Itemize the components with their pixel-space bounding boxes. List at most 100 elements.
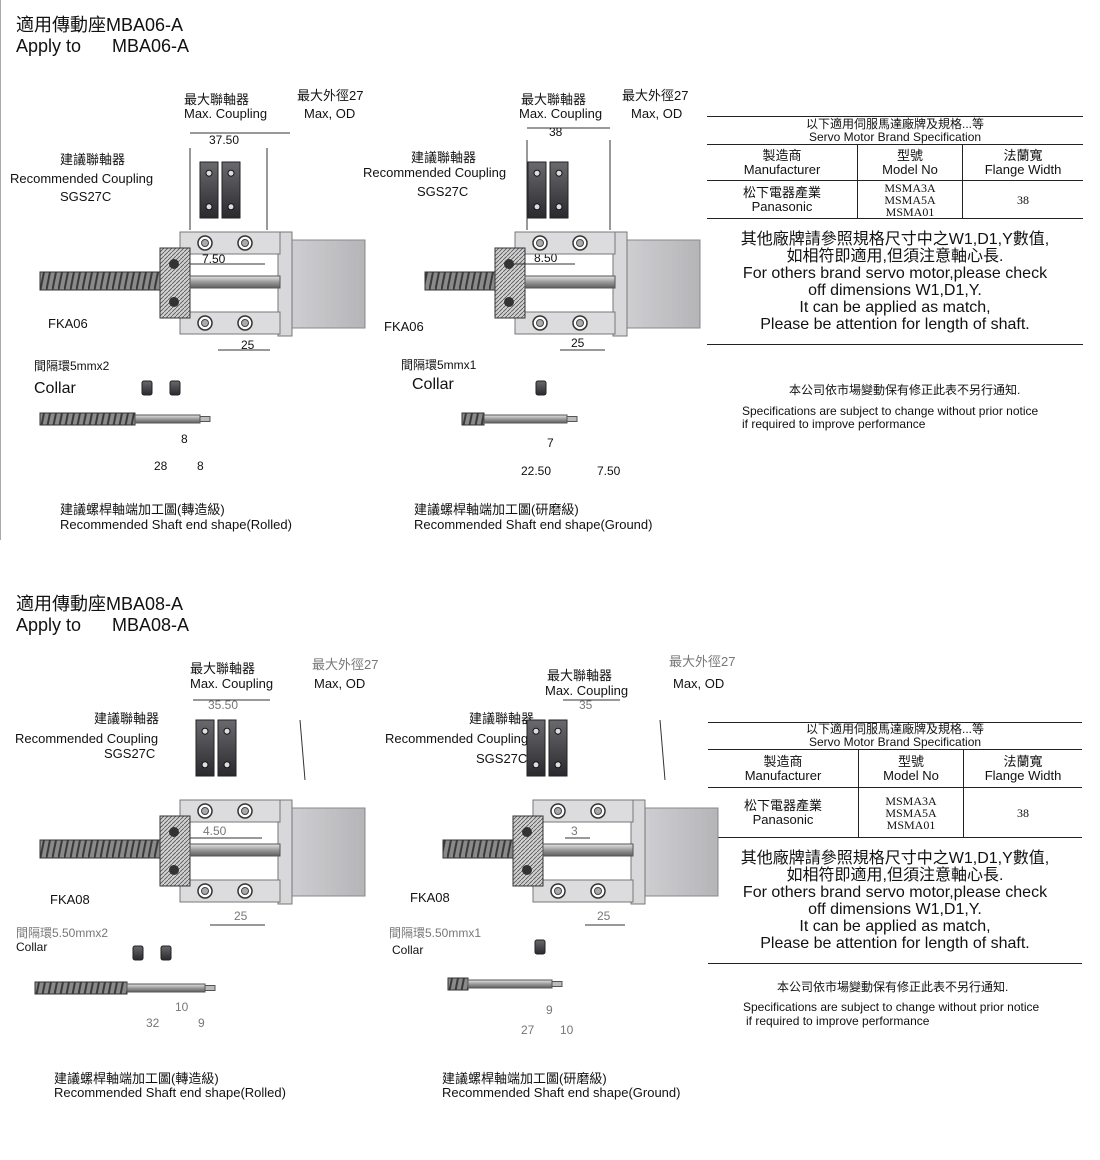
max-coupling-en: Max. Coupling (519, 106, 603, 121)
bearing-ball (169, 865, 179, 875)
collar-en: Collar (34, 380, 76, 397)
models-cell: MSMA3A MSMA5A MSMA01 (858, 787, 964, 838)
models-cell: MSMA3A MSMA5A MSMA01 (857, 180, 963, 219)
max-coupling-en: Max. Coupling (184, 106, 268, 121)
bolt-hole-inner (201, 239, 209, 247)
screw-thread (39, 271, 161, 291)
coupling (199, 161, 241, 219)
maker-cell: 松下電器產業 Panasonic (708, 787, 859, 838)
coupling-screw (205, 203, 213, 211)
max-od-cn: 最大外徑27 (669, 654, 736, 669)
coupling-half (199, 161, 219, 219)
rec-coupling-en: Recommended Coupling (15, 731, 159, 746)
dimension-line (299, 719, 306, 781)
coupling-screw (205, 169, 213, 177)
bolt-hole-inner (241, 319, 249, 327)
note-en-line: Please be attention for length of shaft. (760, 315, 1030, 333)
housing-top (179, 231, 281, 255)
note-en-line: For others brand servo motor,please chec… (742, 264, 1048, 282)
shaft-shape-cn: 建議螺桿軸端加工圖(研磨級) (414, 502, 579, 517)
dim-25: 25 (241, 338, 255, 352)
shaft (189, 275, 281, 289)
shaft-tip (566, 416, 578, 422)
flange-cell: 38 (963, 787, 1082, 838)
shaft-end-part (447, 977, 563, 991)
spec-header-en: Servo Motor Brand Specification (808, 735, 982, 749)
shaft-thread (39, 412, 136, 426)
compat-note-cell: 其他廠牌請參照規格尺寸中之W1,D1,Y數值, 如相符即適用,但須注意軸心長. … (708, 837, 1082, 964)
note-cn-line: 如相符即適用,但須注意軸心長. (786, 247, 1004, 265)
max-coupling-cn: 最大聯軸器 (184, 92, 250, 107)
dim-inner: 4.50 (203, 824, 227, 838)
coupling (526, 719, 568, 777)
model-item: MSMA01 (886, 817, 936, 832)
collar-ring (141, 380, 153, 396)
shaft-dim-c: 9 (198, 1016, 205, 1030)
servo-motor-spec-table: 以下適用伺服馬達廠牌及規格...等 Servo Motor Brand Spec… (707, 116, 1083, 345)
shaft-dim-a: 10 (175, 1000, 189, 1014)
section-title-cn: 適用傳動座MBA06-A (16, 15, 184, 35)
fixed-support (159, 815, 191, 887)
section-apply-model: MBA06-A (112, 36, 190, 56)
shaft-shape-cn: 建議螺桿軸端加工圖(研磨級) (442, 1071, 607, 1086)
shaft-dim-c: 7.50 (597, 464, 621, 478)
collar-en: Collar (392, 943, 424, 957)
shaft (542, 843, 634, 857)
bolt-hole-inner (554, 807, 562, 815)
notice-en-2: if required to improve performance (742, 417, 926, 431)
shaft-shape-cn: 建議螺桿軸端加工圖(轉造級) (54, 1071, 219, 1086)
collar-ring (534, 939, 546, 955)
shaft-shape-cn: 建議螺桿軸端加工圖(轉造級) (60, 502, 225, 517)
max-od-cn: 最大外徑27 (297, 88, 364, 103)
collar-ring (132, 945, 144, 961)
shaft-tip (204, 985, 216, 991)
rec-coupling-en: Recommended Coupling (10, 171, 154, 186)
shaft-dim-b: 27 (521, 1023, 535, 1037)
collar-en: Collar (412, 376, 454, 393)
coupling-half (195, 719, 215, 777)
housing-bottom (514, 311, 616, 335)
collar-ring (535, 380, 547, 396)
dim-inner: 3 (571, 824, 578, 838)
servo-motor (289, 239, 366, 329)
max-coupling-cn: 最大聯軸器 (547, 668, 613, 683)
dimension-line (659, 719, 666, 781)
bolt-hole-inner (594, 807, 602, 815)
servo-motor-spec-table: 以下適用伺服馬達廠牌及規格...等 Servo Motor Brand Spec… (708, 722, 1082, 964)
spec-header-cn: 以下適用伺服馬達廠牌及規格...等 (805, 116, 984, 131)
dim-25: 25 (571, 336, 585, 350)
shaft (189, 843, 281, 857)
col-manufacturer-cn: 製造商 (763, 753, 803, 769)
spec-header-cn: 以下適用伺服馬達廠牌及規格...等 (805, 722, 984, 736)
collar-en: Collar (16, 940, 48, 954)
coupling-screw (201, 727, 209, 735)
note-en-line: It can be applied as match, (799, 298, 991, 316)
section-apply-label: Apply to (16, 36, 82, 56)
bolt-hole-inner (201, 319, 209, 327)
shaft-thread (34, 981, 128, 995)
servo-motor (289, 807, 366, 897)
dim-inner: 8.50 (534, 251, 558, 265)
shaft-tip (551, 981, 563, 987)
coupling-screw (223, 727, 231, 735)
dim-25: 25 (597, 909, 611, 923)
fixed-support (494, 247, 526, 319)
notice-en-1: Specifications are subject to change wit… (742, 404, 1039, 418)
col-flange-en: Flange Width (984, 767, 1062, 783)
coupling-screw (554, 727, 562, 735)
coupling-half (217, 719, 237, 777)
max-od-en: Max, OD (631, 106, 683, 121)
col-model-header: 型號 Model No (857, 144, 963, 181)
collar-ring (169, 380, 181, 396)
max-coupling-cn: 最大聯軸器 (190, 661, 256, 676)
coupling-screw (532, 727, 540, 735)
notice-cn: 本公司依市場變動保有修正此表不另行通知. (777, 980, 1009, 994)
model-item: MSMA5A (884, 192, 936, 207)
bearing-ball (169, 827, 179, 837)
shaft-body (134, 414, 201, 424)
max-od-cn: 最大外徑27 (622, 88, 689, 103)
bearing-ball (522, 827, 532, 837)
max-coupling-en: Max. Coupling (190, 676, 274, 691)
fixed-support (159, 247, 191, 319)
shaft-shape-en: Recommended Shaft end shape(Rolled) (60, 517, 292, 532)
